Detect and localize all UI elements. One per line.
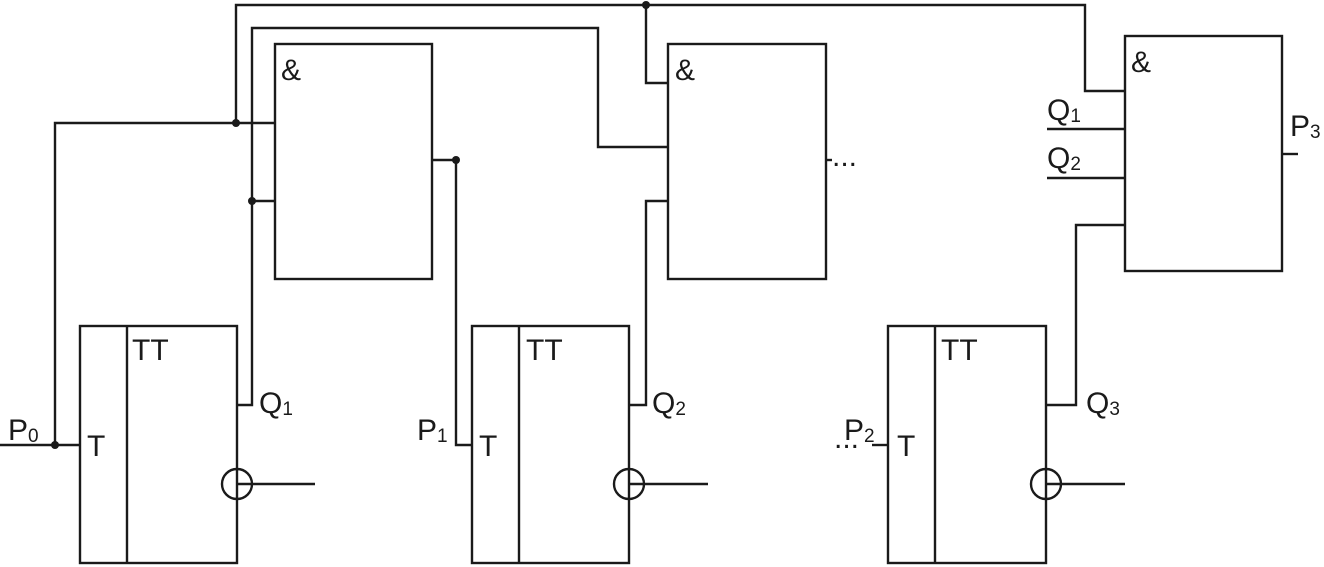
- q1-rail-wire: [250, 26, 668, 201]
- bus-tap-gate2-wire: [644, 5, 668, 85]
- and-gate-1: &: [273, 42, 434, 281]
- flipflop-2-output-label: Q2: [652, 387, 686, 420]
- p0-riser-wire: [53, 121, 275, 445]
- q1-output-wire: [237, 199, 275, 407]
- p1-label: P1: [417, 414, 448, 447]
- gate3-q2-label: Q2: [1047, 142, 1081, 175]
- flipflop-1-input-label: T: [87, 430, 105, 463]
- and-gate-1-body: [273, 42, 434, 281]
- junction-q1: [248, 197, 256, 205]
- p2-label: P2: [844, 414, 875, 447]
- junction-p0-bus: [232, 119, 240, 127]
- p0-label: P0: [8, 414, 39, 447]
- flipflop-2: TT T Q2: [470, 324, 708, 565]
- p3-label: P3: [1290, 110, 1321, 143]
- and-gate-2: & ...: [666, 42, 857, 281]
- gate3-q1-label: Q1: [1047, 94, 1081, 127]
- p2-lead-dots: ...: [834, 422, 859, 455]
- flipflop-3-output-label: Q3: [1086, 387, 1120, 420]
- flipflop-1: TT T Q1: [78, 324, 315, 565]
- and-gate-3: &: [1123, 34, 1284, 273]
- junction-top-bus: [642, 1, 650, 9]
- flipflop-3-type-label: TT: [941, 334, 978, 367]
- and-gate-3-symbol: &: [1131, 46, 1151, 79]
- junction-p1: [452, 156, 460, 164]
- flipflop-2-type-label: TT: [526, 334, 563, 367]
- and-gate-2-symbol: &: [675, 54, 695, 87]
- and-gate-1-symbol: &: [281, 54, 301, 87]
- flipflop-2-input-label: T: [479, 430, 497, 463]
- q2-output-wire: [629, 199, 668, 407]
- flipflop-1-type-label: TT: [132, 334, 169, 367]
- flipflop-3: TT T Q3: [886, 324, 1125, 565]
- and-gate-2-continuation: ...: [832, 140, 857, 173]
- p1-wire: [432, 158, 472, 447]
- p0-top-bus-wire: [234, 3, 1125, 123]
- q3-output-wire: [1046, 223, 1125, 407]
- and-gate-2-body: [666, 42, 828, 281]
- flipflop-1-output-label: Q1: [259, 387, 293, 420]
- junction-p0-input: [51, 441, 59, 449]
- flipflop-3-input-label: T: [897, 430, 915, 463]
